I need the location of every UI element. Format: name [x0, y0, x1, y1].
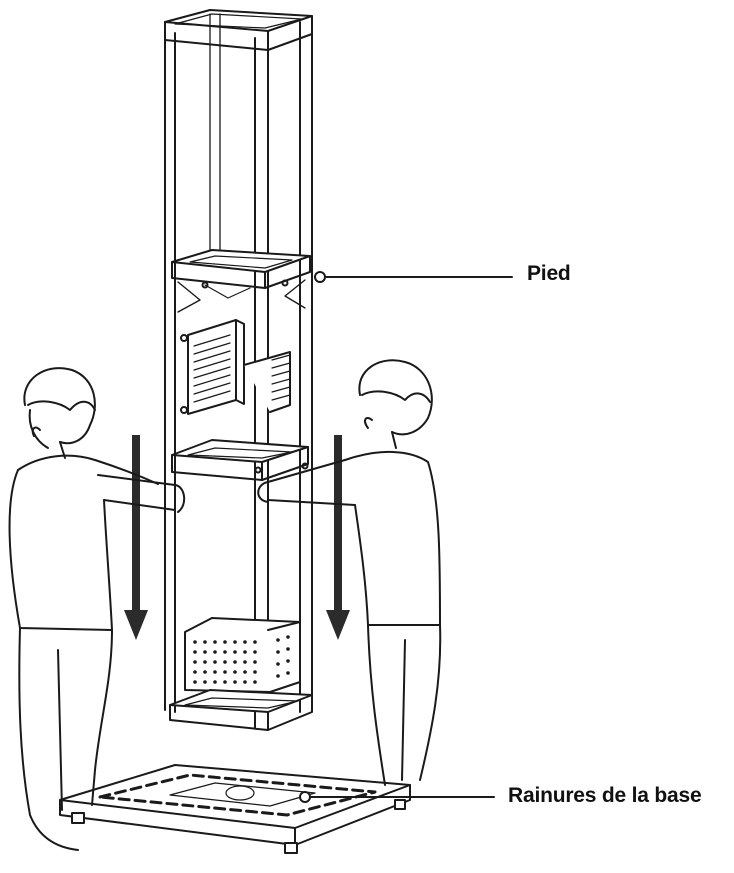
stand-tower [165, 10, 312, 730]
down-arrow-left [124, 435, 148, 640]
callout-leader-pied [315, 272, 512, 282]
down-arrow-right [326, 435, 350, 640]
label-pied: Pied [527, 262, 571, 286]
person-right [258, 360, 440, 785]
label-base-grooves: Rainures de la base [508, 784, 701, 808]
